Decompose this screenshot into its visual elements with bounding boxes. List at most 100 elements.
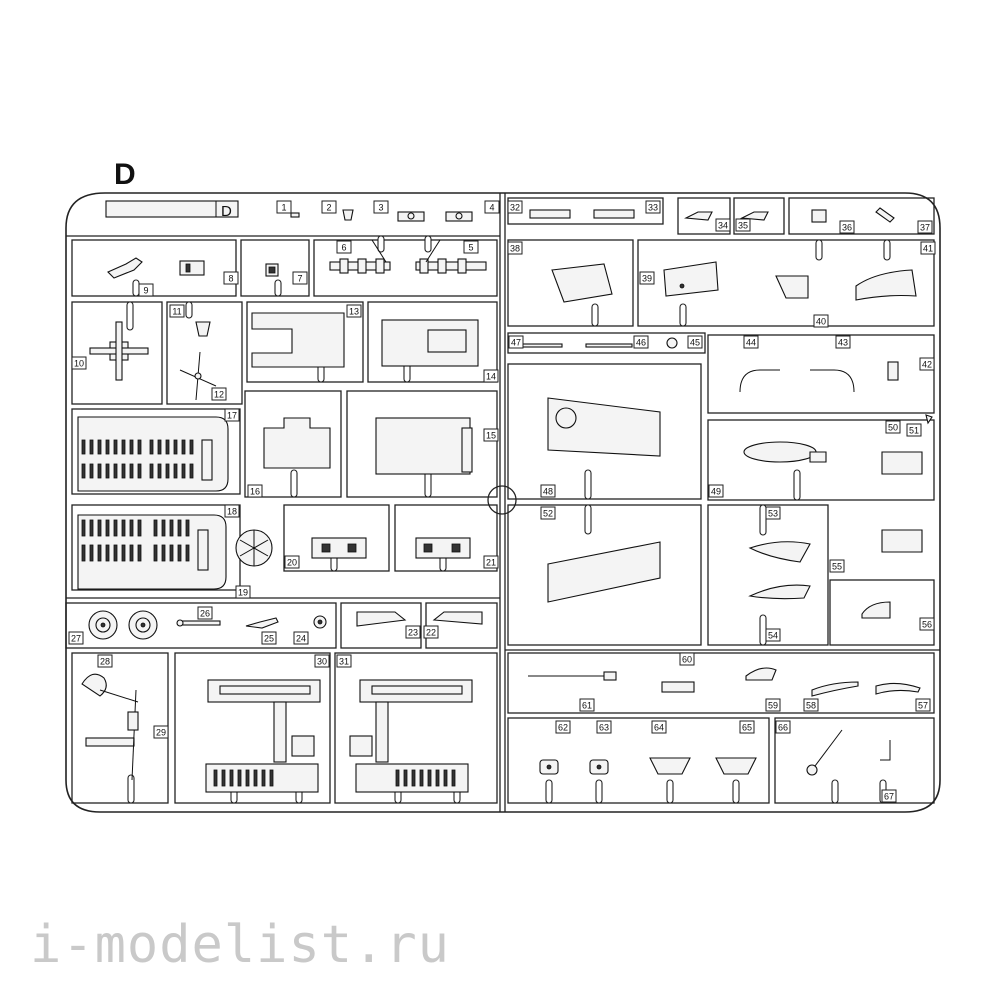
part-number-box (555, 720, 571, 734)
part-number-46: 46 (633, 335, 649, 349)
part-number-box (224, 504, 240, 518)
part-number-text: 29 (156, 728, 166, 738)
part-number-34: 34 (715, 218, 731, 232)
part-number-text: 2 (326, 203, 331, 213)
part-number-text: 9 (143, 286, 148, 296)
part-number-8: 8 (223, 271, 239, 285)
part-number-text: 1 (281, 203, 286, 213)
part-number-59: 59 (765, 698, 781, 712)
grille-slots-18 (81, 519, 209, 571)
part-number-box (835, 335, 851, 349)
part-number-21: 21 (483, 555, 499, 569)
part-number-text: 49 (711, 487, 721, 497)
part-number-text: 63 (599, 723, 609, 733)
part-number-12: 12 (211, 387, 227, 401)
part-number-55: 55 (829, 559, 845, 573)
part-number-54: 54 (765, 628, 781, 642)
part-number-box (803, 698, 819, 712)
part-number-66: 66 (775, 720, 791, 734)
engine-slots-31 (395, 769, 456, 787)
part-number-14: 14 (483, 369, 499, 383)
part-number-box (881, 789, 897, 803)
part-number-text: 59 (768, 701, 778, 711)
part-number-44: 44 (743, 335, 759, 349)
part-number-text: 23 (408, 628, 418, 638)
part-number-18: 18 (224, 504, 240, 518)
part-number-text: 61 (582, 701, 592, 711)
sprue-letter: D (114, 158, 136, 191)
part-number-67: 67 (881, 789, 897, 803)
part-number-text: 43 (838, 338, 848, 348)
part-number-text: 67 (884, 792, 894, 802)
part-number-box (829, 559, 845, 573)
part-number-text: 22 (426, 628, 436, 638)
part-number-text: 60 (682, 655, 692, 665)
part-number-1: 1 (276, 200, 292, 214)
part-number-text: 39 (642, 274, 652, 284)
part-number-box (247, 484, 263, 498)
part-number-6: 6 (336, 240, 352, 254)
part-number-47: 47 (508, 335, 524, 349)
part-number-text: 27 (71, 634, 81, 644)
part-number-text: 10 (74, 359, 84, 369)
part-number-text: 18 (227, 507, 237, 517)
part-number-box (336, 654, 352, 668)
part-number-box (483, 555, 499, 569)
part-number-text: 45 (690, 338, 700, 348)
part-number-35: 35 (735, 218, 751, 232)
part-number-box (715, 218, 731, 232)
part-number-text: 42 (922, 360, 932, 370)
part-number-40: 40 (813, 314, 829, 328)
part-number-text: 32 (510, 203, 520, 213)
part-number-box (708, 484, 724, 498)
part-number-text: 13 (349, 307, 359, 317)
part-number-box (885, 420, 901, 434)
part-number-50: 50 (885, 420, 901, 434)
part-number-text: 21 (486, 558, 496, 568)
part-number-28: 28 (97, 654, 113, 668)
part-number-text: 44 (746, 338, 756, 348)
part-drawings (77, 207, 933, 793)
part-number-56: 56 (919, 617, 935, 631)
part-number-text: 31 (339, 657, 349, 667)
part-number-box (235, 585, 251, 599)
part-number-box (540, 484, 556, 498)
part-number-box (919, 617, 935, 631)
part-number-57: 57 (915, 698, 931, 712)
part-number-37: 37 (917, 220, 933, 234)
part-number-text: 53 (768, 509, 778, 519)
part-number-2: 2 (321, 200, 337, 214)
part-number-text: 15 (486, 431, 496, 441)
part-number-29: 29 (153, 725, 169, 739)
part-number-text: 34 (718, 221, 728, 231)
part-number-16: 16 (247, 484, 263, 498)
part-number-64: 64 (651, 720, 667, 734)
part-number-box (775, 720, 791, 734)
part-number-text: 30 (317, 657, 327, 667)
part-number-text: 40 (816, 317, 826, 327)
part-number-11: 11 (169, 304, 185, 318)
part-number-box (97, 654, 113, 668)
part-number-box (292, 271, 308, 285)
part-number-box (651, 720, 667, 734)
part-number-text: 38 (510, 244, 520, 254)
part-number-box (919, 357, 935, 371)
part-number-box (507, 200, 523, 214)
watermark: i-modelist.ru (30, 915, 450, 975)
part-number-box (743, 335, 759, 349)
part-number-36: 36 (839, 220, 855, 234)
part-number-32: 32 (507, 200, 523, 214)
part-number-24: 24 (293, 631, 309, 645)
part-number-25: 25 (261, 631, 277, 645)
part-number-text: 26 (200, 609, 210, 619)
part-number-53: 53 (765, 506, 781, 520)
part-number-7: 7 (292, 271, 308, 285)
part-number-text: 58 (806, 701, 816, 711)
part-number-51: 51 (906, 423, 922, 437)
part-number-box (765, 698, 781, 712)
engine-slots-30 (213, 769, 274, 787)
part-number-61: 61 (579, 698, 595, 712)
sprue-tab (105, 200, 239, 218)
part-number-41: 41 (920, 241, 936, 255)
